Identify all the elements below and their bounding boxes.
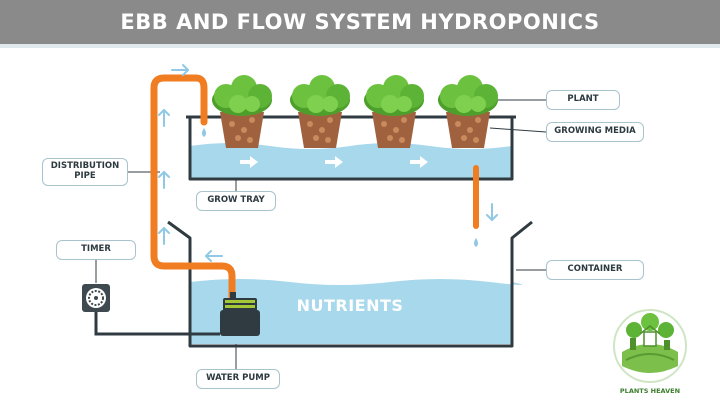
- tray-flow-arrows: [240, 156, 428, 168]
- plant-pot-1: [212, 75, 272, 148]
- flow-arrow-icon: [410, 156, 428, 168]
- timer-label: TIMER: [56, 240, 136, 260]
- arrow-down-icon: [486, 203, 498, 221]
- water-drop-icon: [474, 238, 478, 247]
- flow-arrow-icon: [240, 156, 258, 168]
- container-label: CONTAINER: [546, 260, 644, 280]
- plant-pot-4: [438, 75, 498, 148]
- water-pump-label: WATER PUMP: [196, 369, 280, 389]
- water-pump-icon: [220, 292, 260, 336]
- logo-text: PLANTS HEAVEN: [620, 387, 680, 395]
- arrow-left-icon: [205, 250, 223, 262]
- timer-icon: [82, 284, 110, 312]
- container-outline: [167, 220, 533, 348]
- direction-arrows: [158, 64, 498, 262]
- arrow-up-icon: [158, 227, 170, 245]
- flow-arrow-icon: [325, 156, 343, 168]
- nutrient-water: [190, 279, 523, 344]
- water-drop-icon: [202, 128, 206, 137]
- tray-water: [190, 143, 512, 178]
- container: [167, 220, 533, 348]
- plant-icon: [364, 75, 424, 116]
- distribution-pipe: [150, 74, 236, 304]
- arrow-up-icon: [158, 171, 170, 189]
- plant-icon: [212, 75, 272, 116]
- plant-icon: [290, 75, 350, 116]
- arrow-right-icon: [171, 64, 189, 76]
- plant-label: PLANT: [546, 90, 620, 110]
- grow-tray-outline: [188, 117, 514, 181]
- grow-tray-label: GROW TRAY: [196, 191, 276, 211]
- growing-media-label: GROWING MEDIA: [546, 122, 644, 142]
- page-title: EBB AND FLOW SYSTEM HYDROPONICS: [0, 0, 720, 44]
- nutrients-label: NUTRIENTS: [296, 296, 404, 315]
- leader-growing-media: [489, 127, 547, 133]
- plants-heaven-logo: PLANTS HEAVEN: [613, 309, 687, 395]
- plant-icon: [438, 75, 498, 116]
- plant-pot-2: [290, 75, 350, 148]
- distribution-pipe-label: DISTRIBUTION PIPE: [42, 158, 128, 186]
- arrow-up-icon: [158, 109, 170, 127]
- header-divider: [0, 44, 720, 48]
- plant-pot-3: [364, 75, 424, 148]
